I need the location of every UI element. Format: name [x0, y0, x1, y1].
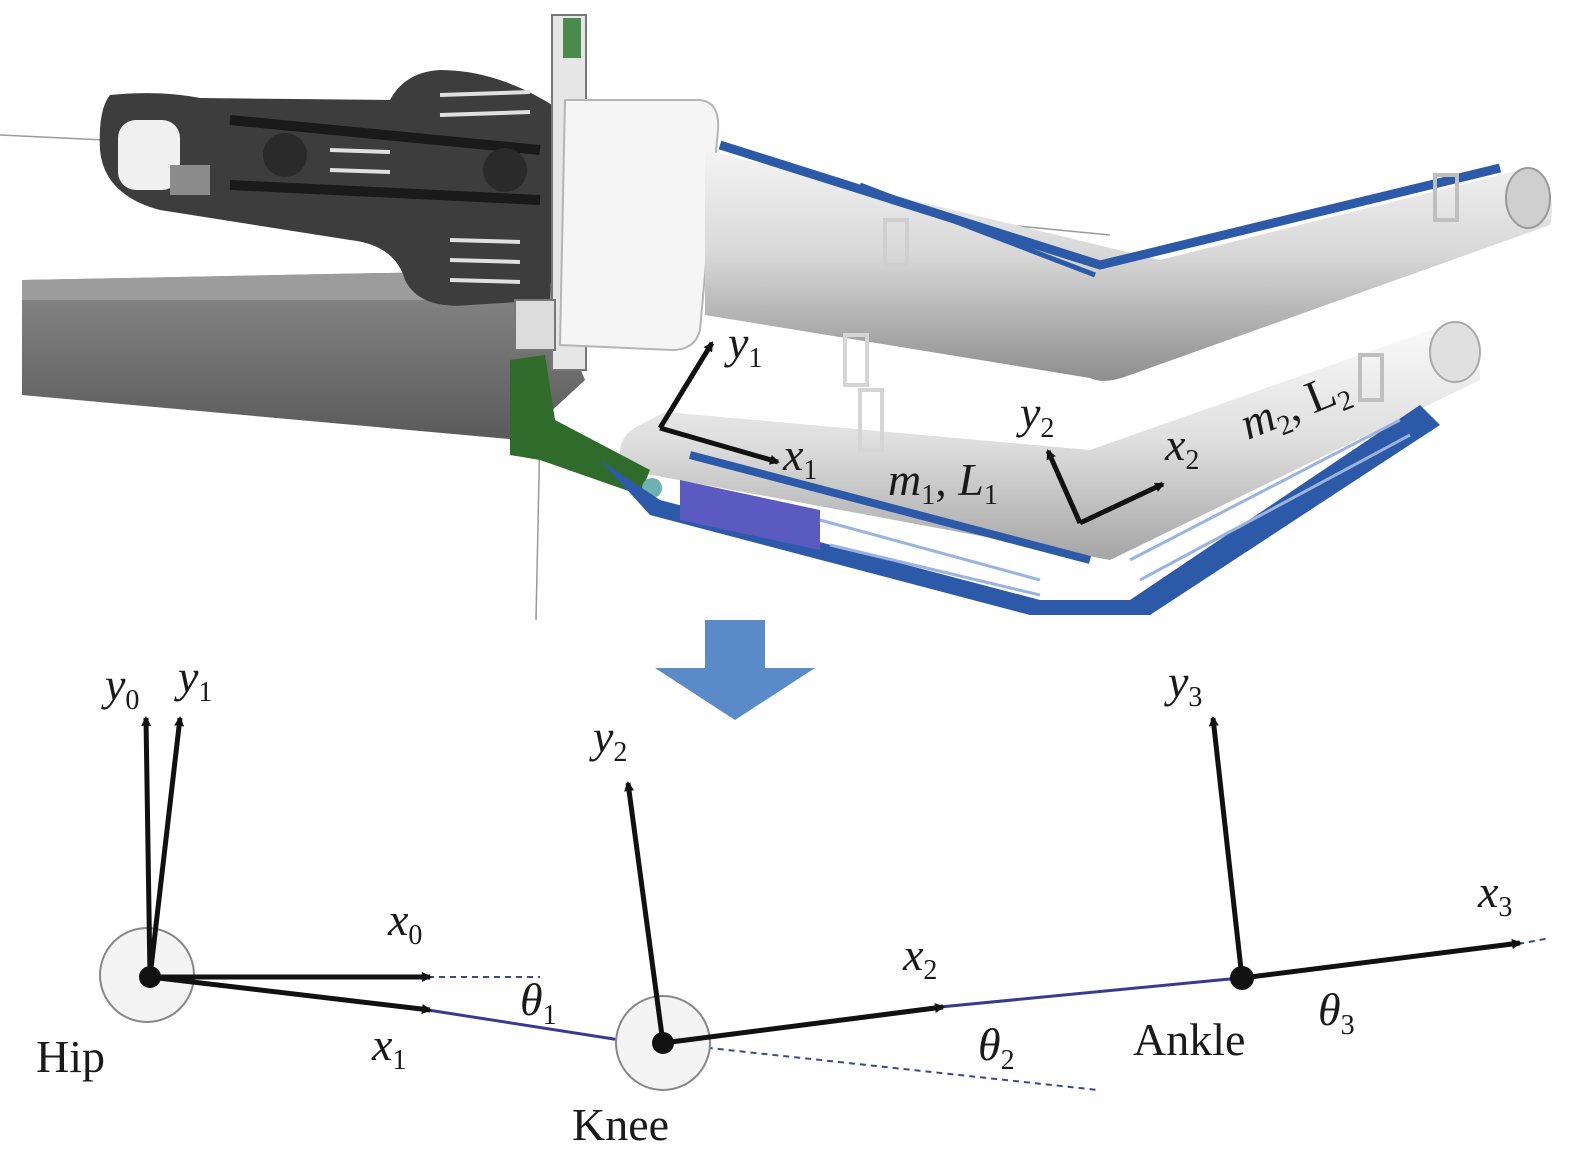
bracket-strip-clip [563, 18, 581, 58]
label-y0: y0 [101, 659, 139, 716]
kinematic-schematic: y0 y1 x0 x1 θ1 y2 x2 θ2 y3 x3 θ3 Hip Kne… [36, 651, 1551, 1150]
bracket-clip [514, 299, 556, 351]
hip-y0-axis [141, 716, 153, 978]
knee-reference-line [662, 1042, 1099, 1091]
label-y1: y1 [174, 651, 212, 708]
label-y3: y3 [1164, 656, 1202, 713]
ankle-y3-axis [1208, 716, 1245, 979]
label-y2: y2 [589, 711, 627, 768]
model-y2-axis [1045, 449, 1083, 525]
thigh-cuff-box [558, 99, 720, 352]
model-x1-axis [659, 425, 780, 465]
label-theta3: θ3 [1318, 984, 1355, 1041]
upper-strap [883, 218, 909, 267]
grid-line [535, 429, 541, 621]
upper-blue-frame-inner [859, 182, 1096, 278]
model-label-x2: x2 [1164, 419, 1199, 476]
model-frame-1 [657, 341, 780, 465]
model-label-y1: y1 [724, 317, 762, 374]
model-y1-axis [657, 341, 715, 430]
label-x2: x2 [902, 929, 937, 986]
hip-y1-axis [147, 716, 185, 978]
upper-blue-frame [718, 140, 1502, 270]
green-link [510, 355, 650, 495]
label-theta2: θ2 [978, 1019, 1015, 1076]
hip-joint-dot [139, 966, 161, 988]
knee-y2-axis [624, 781, 666, 1044]
ankle-x3-axis [1241, 939, 1522, 981]
joint-label-hip: Hip [36, 1031, 105, 1082]
lower-tube [620, 325, 1480, 560]
thigh-link [427, 1008, 621, 1042]
lower-strap-3 [1358, 353, 1384, 402]
label-x3: x3 [1477, 866, 1512, 923]
transform-down-arrow [655, 620, 815, 720]
model-x2-axis [1078, 481, 1165, 526]
lower-blue-truss [600, 405, 1440, 615]
label-x0: x0 [387, 894, 422, 951]
lower-strap-2 [858, 388, 884, 452]
beam-block [22, 270, 585, 440]
knee-joint-dot [652, 1032, 674, 1054]
ankle-joint-dot [1230, 966, 1254, 990]
model-label-y2: y2 [1016, 387, 1054, 444]
x3-reference-line [1517, 937, 1551, 945]
foot-plate [99, 70, 560, 306]
model-label-m1-L1: m1, L1 [888, 454, 998, 511]
joint-label-ankle: Ankle [1133, 1014, 1245, 1065]
shank-link [939, 976, 1241, 1009]
lower-strap [843, 333, 869, 387]
model-frame-2 [1045, 449, 1165, 526]
model-label-x1: x1 [782, 429, 817, 486]
label-theta1: θ1 [520, 974, 557, 1031]
lower-tube-end [1429, 321, 1481, 383]
hip-x1-axis [149, 974, 432, 1015]
upper-strap-2 [1433, 173, 1459, 222]
knee-x2-axis [662, 1003, 945, 1046]
joint-label-knee: Knee [572, 1099, 669, 1150]
exoskeleton-3d-model: y1 x1 m1, L1 y2 x2 m2, L2 [0, 14, 1552, 621]
upper-tube-end [1505, 167, 1551, 229]
label-x1: x1 [371, 1019, 406, 1076]
